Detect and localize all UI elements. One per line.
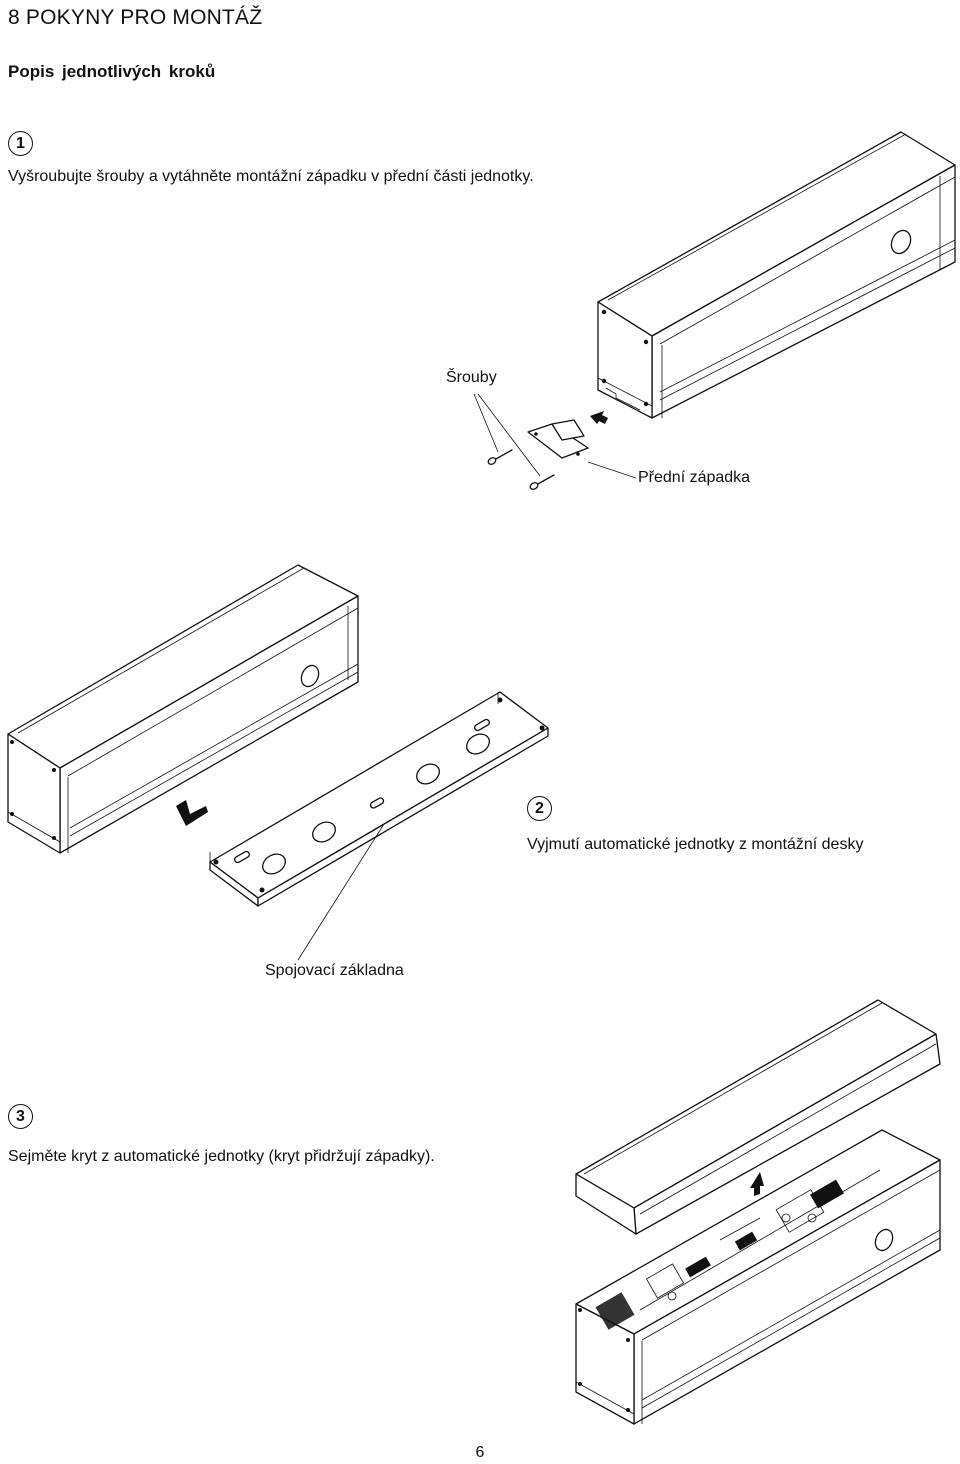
screw-icon — [487, 449, 513, 465]
arrow-icon — [590, 411, 608, 424]
step-1-text: Vyšroubujte šrouby a vytáhněte montážní … — [8, 168, 534, 185]
unit-illustration-step-2 — [7, 564, 359, 854]
page-number: 6 — [475, 1444, 485, 1461]
unit-illustration-step-1 — [597, 131, 956, 419]
step-3-number: 3 — [8, 1104, 33, 1129]
electronics-illustration — [595, 1169, 881, 1330]
mounting-base-illustration — [176, 691, 549, 961]
section-subtitle: Popis jednotlivých kroků — [8, 62, 216, 81]
front-latch-icon — [527, 419, 589, 459]
step-2-text: Vyjmutí automatické jednotky z montážní … — [527, 836, 864, 853]
cover-illustration — [575, 999, 941, 1235]
page-title: 8 POKYNY PRO MONTÁŽ — [8, 6, 263, 29]
screws-and-latch — [473, 393, 637, 490]
screw-icon — [529, 474, 555, 490]
step-1-number: 1 — [8, 131, 33, 156]
label-front-latch: Přední západka — [638, 469, 751, 486]
label-screws: Šrouby — [446, 369, 497, 386]
arrow-icon — [176, 800, 208, 826]
step-3-text: Sejměte kryt z automatické jednotky (kry… — [8, 1148, 435, 1165]
label-base: Spojovací základna — [265, 962, 404, 979]
arrow-up-icon — [750, 1172, 764, 1196]
step-2-number: 2 — [527, 796, 552, 821]
unit-illustration-step-3 — [575, 999, 941, 1425]
